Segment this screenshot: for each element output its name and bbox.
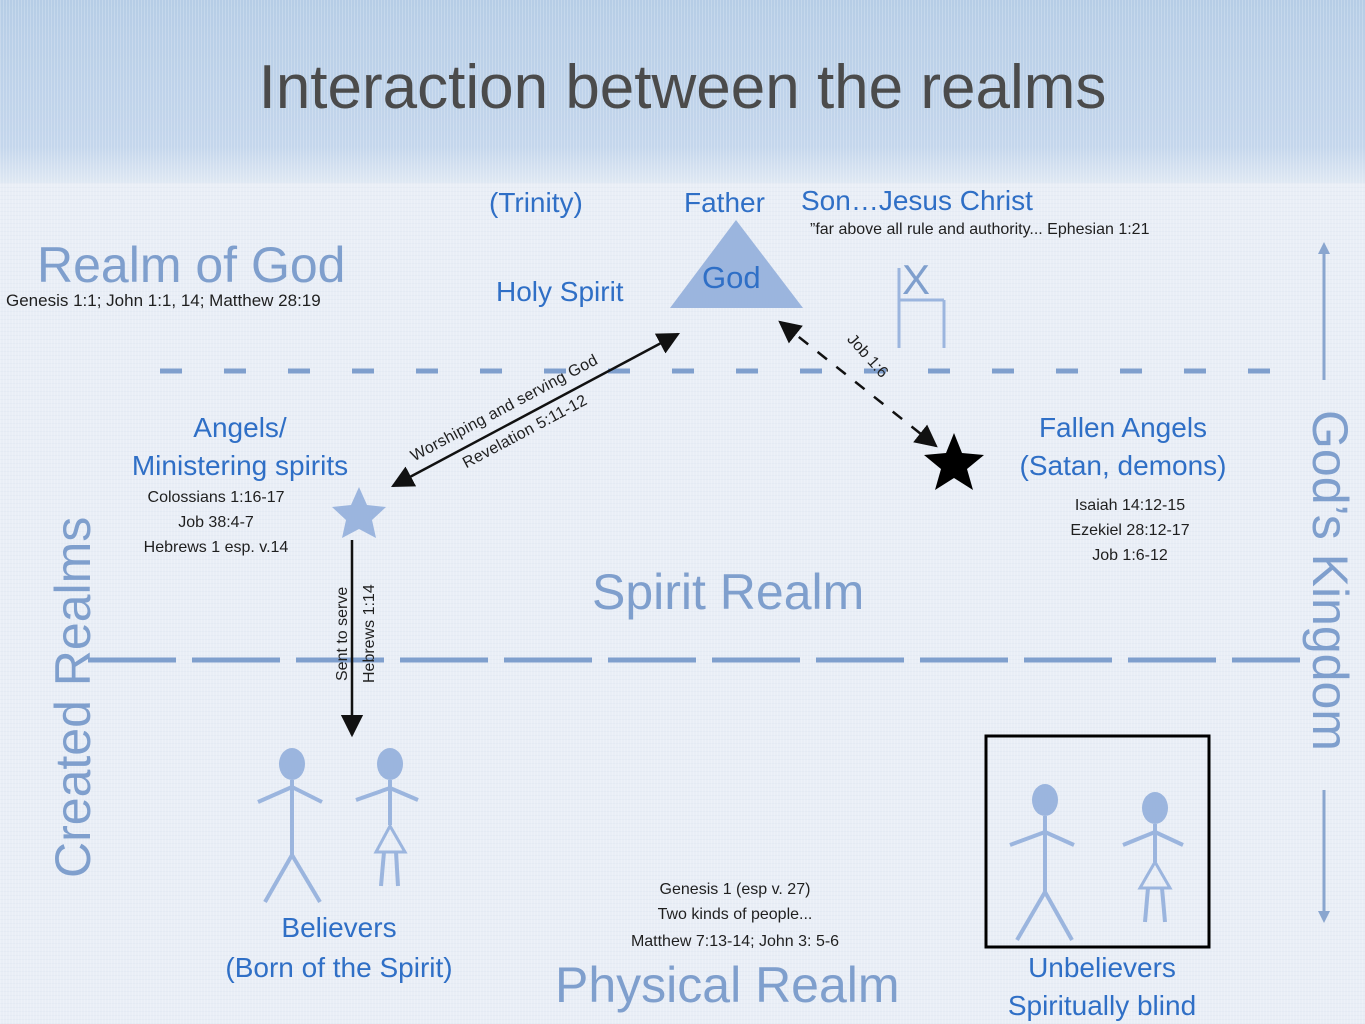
angels-ref-2: Job 38:4-7 [178, 514, 254, 531]
sent-label: Sent to serve [334, 586, 351, 681]
holy-spirit-label: Holy Spirit [496, 276, 624, 307]
angels-line2: Ministering spirits [131, 450, 349, 481]
worship-arrow [391, 332, 680, 488]
job-dashed-arrow [778, 320, 938, 448]
fallen-ref-1: Isaiah 14:12-15 [1074, 497, 1186, 514]
unbeliever-woman-figure [1122, 792, 1184, 923]
angel-star [332, 487, 386, 538]
trinity-label: (Trinity) [489, 187, 583, 218]
physical-ref-1: Genesis 1 (esp v. 27) [659, 881, 811, 898]
kingdom-range-arrow [1318, 242, 1330, 923]
father-label: Father [684, 187, 765, 218]
fallen-angel-star [924, 433, 984, 490]
angels-ref-3: Hebrews 1 esp. v.14 [143, 539, 289, 556]
son-quote: ”far above all rule and authority... Eph… [810, 221, 1150, 238]
unbeliever-man-figure [1009, 784, 1075, 942]
gods-kingdom-label: God’s Kingdom [1302, 410, 1358, 751]
fallen-angels-line1: Fallen Angels [1038, 412, 1208, 443]
spirit-realm-heading: Spirit Realm [592, 564, 865, 620]
unbelievers-line2: Spiritually blind [1007, 990, 1197, 1021]
x-mark: X [902, 256, 931, 303]
believer-man-figure [257, 748, 323, 904]
physical-ref-3: Matthew 7:13-14; John 3: 5-6 [630, 933, 840, 950]
title-bar [0, 0, 1365, 183]
unbelievers-box [984, 734, 1211, 949]
fallen-angels-line2: (Satan, demons) [1019, 450, 1227, 481]
fallen-ref-3: Job 1:6-12 [1092, 547, 1168, 564]
sent-ref: Hebrews 1:14 [361, 584, 378, 683]
believer-woman-figure [355, 748, 419, 887]
created-realms-label: Created Realms [45, 516, 101, 878]
angels-line1: Angels/ [193, 412, 287, 443]
physical-ref-2: Two kinds of people... [657, 906, 813, 923]
son-label: Son…Jesus Christ [801, 185, 1033, 216]
realm-of-god-heading: Realm of God [37, 237, 346, 293]
fallen-ref-2: Ezekiel 28:12-17 [1070, 522, 1190, 539]
god-triangle [670, 220, 803, 308]
believers-line2: (Born of the Spirit) [225, 952, 453, 983]
god-label: God [702, 260, 761, 295]
believers-line1: Believers [281, 912, 397, 943]
realm-of-god-refs: Genesis 1:1; John 1:1, 14; Matthew 28:19 [6, 291, 321, 310]
physical-realm-heading: Physical Realm [555, 957, 900, 1013]
angels-ref-1: Colossians 1:16-17 [147, 489, 285, 506]
unbelievers-line1: Unbelievers [1028, 952, 1176, 983]
page-title: Interaction between the realms [258, 53, 1107, 122]
